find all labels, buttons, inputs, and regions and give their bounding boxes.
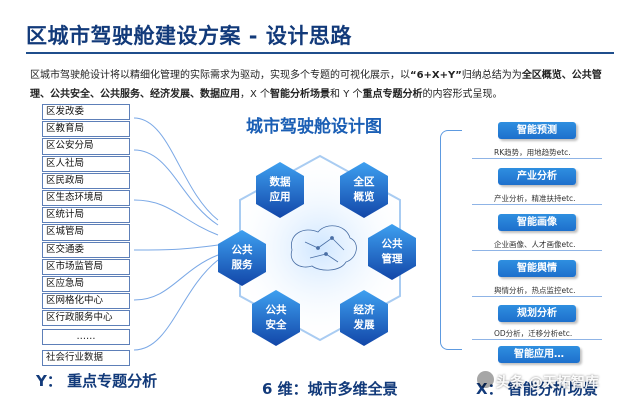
department-item: 区发改委 — [42, 104, 130, 121]
social-data-item: 社会行业数据 — [42, 350, 130, 367]
department-item: 区生态环境局 — [42, 189, 130, 207]
connector-lines — [133, 117, 219, 351]
hex-data-apply — [256, 162, 304, 218]
department-item: 区公安分局 — [42, 138, 130, 155]
scenario-desc: OD分析，迁移分析etc. — [494, 329, 573, 338]
outer-hexagon — [239, 154, 401, 342]
department-ellipsis: …… — [42, 329, 130, 346]
department-item: 区统计局 — [42, 207, 130, 224]
scenario-title: 规划分析 — [498, 305, 576, 322]
module-label-overview: 全区 概览 — [353, 176, 375, 203]
brain-icon — [290, 225, 357, 271]
scenario-desc: 企业画像、人才画像etc. — [494, 240, 576, 249]
scenario-underline — [472, 339, 602, 340]
watermark-icon — [477, 371, 494, 388]
title-divider — [26, 52, 614, 54]
department-item: 区行政服务中心 — [42, 310, 130, 327]
scenario-title: 智能预测 — [498, 122, 576, 139]
module-label-public-safety: 公共 安全 — [265, 304, 287, 331]
caption-x: X： 智能分析场景 — [476, 380, 598, 398]
watermark: 头条 @天拓智库 — [496, 375, 599, 391]
scenario-title: 智能画像 — [498, 214, 576, 231]
scenario-underline — [472, 204, 602, 205]
city-cockpit-diagram — [218, 153, 416, 346]
page-title: 区城市驾驶舱建设方案 - 设计思路 — [26, 24, 352, 48]
caption-y: Y： 重点专题分析 — [36, 372, 158, 390]
department-item: 区教育局 — [42, 121, 130, 138]
scenario-title: 智能应用… — [498, 346, 580, 363]
scenario-desc: 舆情分析，热点监控etc. — [494, 286, 576, 295]
scenario-desc: RK趋势，用地趋势etc. — [494, 148, 571, 157]
intro-paragraph: 区城市驾驶舱设计将以精细化管理的实际需求为驱动，实现多个专题的可视化展示，以“6… — [30, 70, 602, 100]
scenario-title: 产业分析 — [498, 168, 576, 185]
module-label-data-apply: 数据 应用 — [269, 176, 291, 203]
department-list: 区发改委 区教育局 区公安分局 区人社局 区民政局 区生态环境局 区统计局 区城… — [42, 104, 130, 367]
scenario-bracket — [440, 130, 462, 350]
scenario-underline — [472, 250, 602, 251]
department-item: 区市场监管局 — [42, 258, 130, 275]
department-item: 区民政局 — [42, 172, 130, 189]
department-item: 区人社局 — [42, 155, 130, 172]
hex-economy — [340, 290, 388, 346]
department-item: 区应急局 — [42, 275, 130, 293]
module-hexagons — [218, 162, 416, 346]
module-label-economy: 经济 发展 — [353, 304, 375, 331]
scenario-underline — [472, 158, 602, 159]
hex-overview — [340, 162, 388, 218]
hex-public-service — [218, 230, 266, 286]
module-label-public-service: 公共 服务 — [231, 244, 253, 271]
scenario-desc: 产业分析，精准扶持etc. — [494, 194, 576, 203]
module-label-public-manage: 公共 管理 — [381, 238, 403, 265]
scenario-title: 智能舆情 — [498, 260, 576, 277]
scenario-underline — [472, 296, 602, 297]
diagram-title: 城市驾驶舱设计图 — [246, 117, 382, 137]
hex-public-manage — [368, 224, 416, 280]
department-item: 区城管局 — [42, 224, 130, 241]
department-item: 区网格化中心 — [42, 293, 130, 310]
caption-six: 6 维：城市多维全景 — [262, 380, 398, 398]
department-item: 区交通委 — [42, 241, 130, 258]
hex-public-safety — [252, 290, 300, 346]
